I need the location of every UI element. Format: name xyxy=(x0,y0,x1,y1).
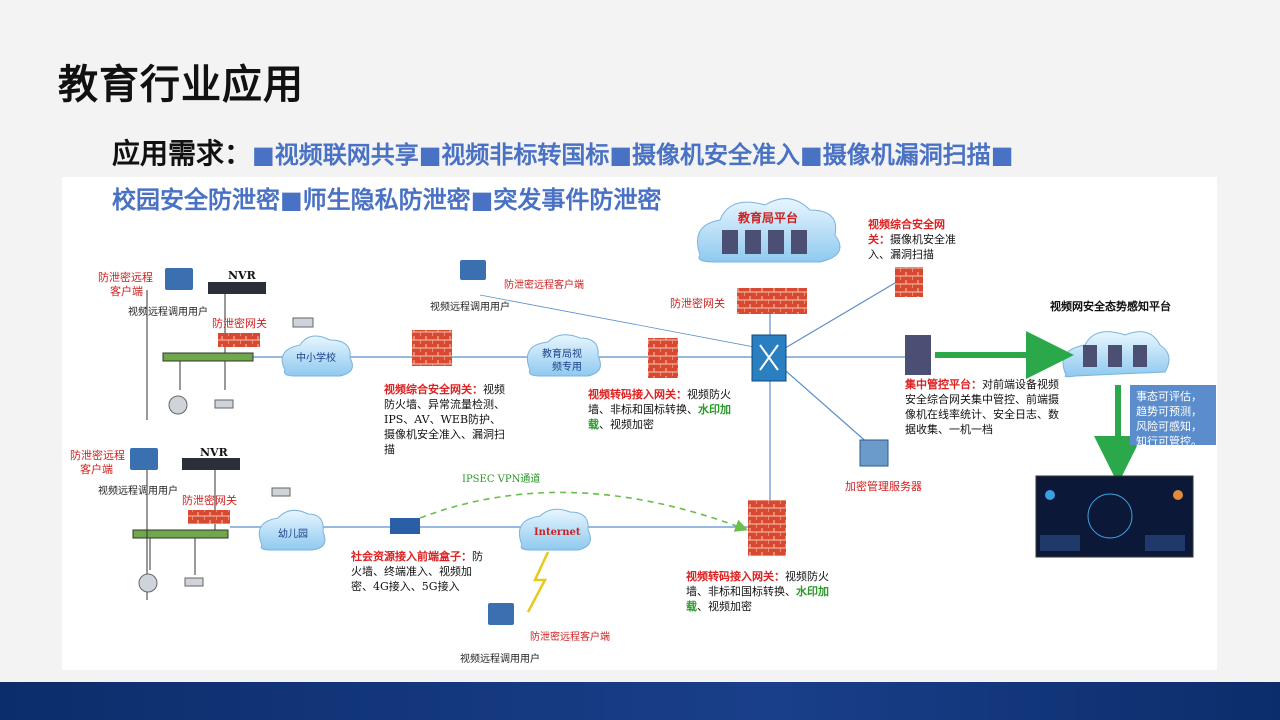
links xyxy=(230,279,905,528)
wireless-icon xyxy=(526,551,550,613)
social-box-annotation: 社会资源接入前端盒子：防火墙、终端准入、视频加密、4G接入、5G接入 xyxy=(351,550,483,593)
core-switch-icon xyxy=(751,334,787,382)
transcode-mid-annotation: 视频转码接入网关：视频防火墙、非标和国标转换、水印加载、视频加密 xyxy=(588,388,731,431)
leak-client-2: 防泄密远程客户端 xyxy=(504,278,584,291)
firewall-sec-mid xyxy=(412,330,452,366)
central-server-icon xyxy=(905,335,931,375)
dashboard-screen xyxy=(1035,475,1194,558)
nvr-bottom-label: NVR xyxy=(200,446,229,459)
footer-bar xyxy=(0,682,1280,720)
edu-video-label: 教育局视 xyxy=(542,347,582,360)
nvr-top-label: NVR xyxy=(228,269,257,282)
leak-client-3b: 客户端 xyxy=(80,462,113,476)
kindergarten-label: 幼儿园 xyxy=(278,527,308,540)
sec-gateway-top-annotation: 视频综合安全网关：摄像机安全准入、漏洞扫描 xyxy=(868,218,956,261)
router-icon xyxy=(390,518,420,534)
leak-gateway-bottom xyxy=(188,510,230,524)
internet-label: Internet xyxy=(534,527,581,538)
edu-platform-label: 教育局平台 xyxy=(737,210,798,225)
remote-user-3: 视频远程调用用户 xyxy=(98,484,178,497)
leak-gateway-center-label: 防泄密网关 xyxy=(670,296,725,310)
camera-icons xyxy=(138,317,314,593)
requirements-line-1: 应用需求：■视频联网共享■视频非标转国标■摄像机安全准入■摄像机漏洞扫描■ xyxy=(112,132,1013,172)
encrypt-server-icon xyxy=(859,439,889,467)
transcode-bot-annotation: 视频转码接入网关：视频防火墙、非标和国标转换、水印加载、视频加密 xyxy=(686,570,829,613)
cloud-edu-platform xyxy=(697,198,841,263)
leak-client-1a: 防泄密远程 xyxy=(98,270,153,284)
firewall-sec-top xyxy=(895,267,923,297)
ipsec-tunnel xyxy=(409,491,748,532)
leak-client-1b: 客户端 xyxy=(110,284,143,298)
cloud-kindergarten xyxy=(258,509,326,551)
laptop-icons xyxy=(130,260,514,625)
remote-user-1: 视频远程调用用户 xyxy=(128,305,208,318)
firewall-transcode-mid xyxy=(648,338,678,378)
requirements-items-1: ■视频联网共享■视频非标转国标■摄像机安全准入■摄像机漏洞扫描■ xyxy=(252,141,1014,169)
cloud-internet xyxy=(518,508,591,551)
nvr-top-icon xyxy=(208,282,266,294)
encrypt-server-label: 加密管理服务器 xyxy=(845,479,922,493)
page-title: 教育行业应用 xyxy=(58,62,304,108)
leak-client-4: 防泄密远程客户端 xyxy=(530,630,610,643)
leak-gateway-top xyxy=(218,333,260,347)
situational-label: 视频网安全态势感知平台 xyxy=(1050,299,1171,313)
central-control-annotation: 集中管控平台：对前端设备视频安全综合网关集中管控、前端摄像机在线率统计、安全日志… xyxy=(905,378,1059,436)
requirements-label: 应用需求： xyxy=(112,137,253,170)
leak-gateway-bottom-label: 防泄密网关 xyxy=(182,493,237,507)
sec-gateway-mid-annotation: 视频综合安全网关：视频防火墙、异常流量检测、IPS、AV、WEB防护、摄像机安全… xyxy=(384,383,505,456)
leak-gateway-top-label: 防泄密网关 xyxy=(212,316,267,330)
firewall-transcode-bot xyxy=(748,500,786,556)
edu-video-label-2: 频专用 xyxy=(552,360,582,373)
remote-user-2: 视频远程调用用户 xyxy=(430,300,510,313)
nvr-bottom-icon xyxy=(182,458,240,470)
cloud-middle-school xyxy=(281,335,353,377)
cloud-edu-video xyxy=(526,334,601,377)
summary-box: 事态可评估，趋势可预测，风险可感知，知行可管控。 xyxy=(1130,385,1216,448)
ipsec-label: IPSEC VPN通道 xyxy=(462,472,540,485)
remote-user-4: 视频远程调用用户 xyxy=(460,652,540,665)
requirements-line-2: 校园安全防泄密■师生隐私防泄密■突发事件防泄密 xyxy=(112,186,662,214)
middle-school-label: 中小学校 xyxy=(296,351,336,364)
diagram-panel xyxy=(62,177,1217,670)
leak-client-3a: 防泄密远程 xyxy=(70,448,125,462)
cloud-situational xyxy=(1062,331,1170,378)
firewall-gateway-top xyxy=(737,288,807,314)
